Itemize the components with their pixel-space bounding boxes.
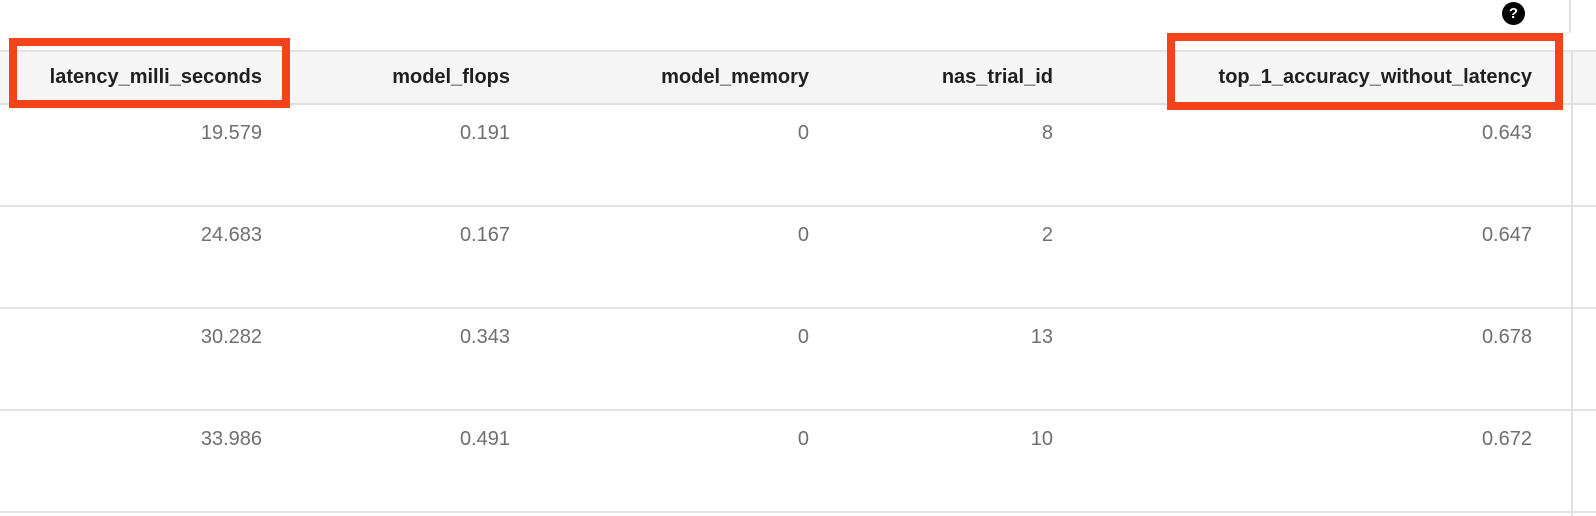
cell-model-memory: 0 (797, 428, 809, 450)
cell-model-memory: 0 (797, 224, 809, 246)
cell-latency: 33.986 (200, 428, 262, 450)
cell-model-flops: 0.343 (459, 326, 510, 348)
cell-latency: 24.683 (200, 224, 262, 246)
trials-table: latency_milli_seconds model_flops model_… (0, 50, 1596, 513)
table-row[interactable]: 24.683 0.167 0 2 0.647 (0, 207, 1596, 309)
cell-latency: 19.579 (200, 122, 262, 144)
cell-overflow (1572, 309, 1596, 409)
cell-model-memory: 0 (797, 122, 809, 144)
cell-nas-trial-id: 8 (1041, 122, 1053, 144)
cell-nas-trial-id: 13 (1030, 326, 1053, 348)
column-divider (1571, 50, 1573, 516)
cell-model-flops: 0.191 (459, 122, 510, 144)
table-row[interactable]: 33.986 0.491 0 10 0.672 (0, 411, 1596, 513)
table-row[interactable]: 30.282 0.343 0 13 0.678 (0, 309, 1596, 411)
column-header-overflow (1572, 52, 1596, 103)
table-row[interactable]: 19.579 0.191 0 8 0.643 (0, 105, 1596, 207)
cell-overflow (1572, 105, 1596, 205)
cell-top-1-accuracy: 0.643 (1481, 122, 1532, 144)
cell-model-flops: 0.491 (459, 428, 510, 450)
column-header-latency-milli-seconds[interactable]: latency_milli_seconds (49, 66, 262, 88)
cell-top-1-accuracy: 0.647 (1481, 224, 1532, 246)
column-header-model-flops[interactable]: model_flops (392, 66, 510, 88)
column-header-top-1-accuracy-without-latency[interactable]: top_1_accuracy_without_latency (1218, 66, 1532, 88)
column-header-nas-trial-id[interactable]: nas_trial_id (941, 66, 1053, 88)
cell-overflow (1572, 411, 1596, 511)
cell-model-memory: 0 (797, 326, 809, 348)
cell-top-1-accuracy: 0.672 (1481, 428, 1532, 450)
cell-nas-trial-id: 10 (1030, 428, 1053, 450)
column-header-model-memory[interactable]: model_memory (661, 66, 809, 88)
cell-model-flops: 0.167 (459, 224, 510, 246)
top-right-divider (1569, 0, 1571, 33)
cell-overflow (1572, 207, 1596, 307)
cell-latency: 30.282 (200, 326, 262, 348)
cell-nas-trial-id: 2 (1041, 224, 1053, 246)
cell-top-1-accuracy: 0.678 (1481, 326, 1532, 348)
table-header-row: latency_milli_seconds model_flops model_… (0, 50, 1596, 105)
help-icon[interactable]: ? (1502, 2, 1525, 25)
